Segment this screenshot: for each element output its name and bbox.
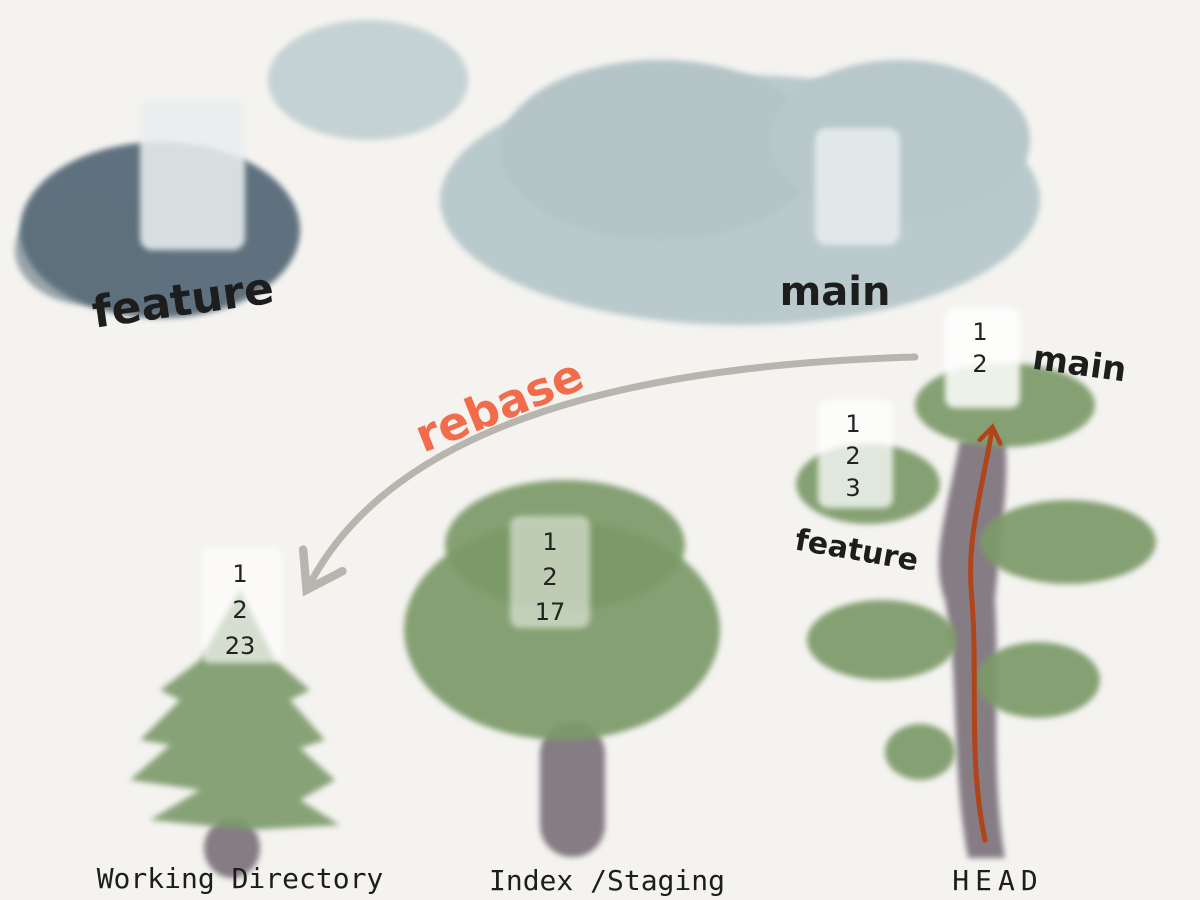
head-feature-commit-1: 1: [845, 410, 860, 438]
head-main-commit-box: [945, 308, 1020, 408]
main-cloud-label: main: [780, 269, 891, 315]
wd-commit-2: 2: [232, 596, 247, 624]
main-cloud-commit-box: [815, 128, 900, 245]
head-feature-commit-3: 3: [845, 474, 860, 502]
small-light-cloud: [268, 20, 468, 140]
head-feature-commit-2: 2: [845, 442, 860, 470]
trunk: [204, 818, 260, 878]
head-tree: 1 2 main 1 2 3 feature HEAD: [792, 308, 1156, 897]
working-directory-caption: Working Directory: [97, 862, 384, 895]
wd-commit-1: 1: [232, 560, 247, 588]
curved-arrow-icon: [298, 353, 919, 597]
rebase-label: rebase: [407, 347, 591, 463]
head-main-commit-2: 2: [972, 350, 987, 378]
index-commit-box: [510, 516, 590, 628]
head-feature-commit-box: [818, 400, 893, 508]
head-caption: HEAD: [952, 864, 1043, 897]
working-directory-tree: 1 2 23 Working Directory: [97, 548, 384, 895]
trunk: [540, 722, 605, 857]
head-pointer-arrow: [968, 423, 1003, 843]
index-staging-caption: Index /Staging: [489, 864, 725, 897]
head-main-commit-1: 1: [972, 318, 987, 346]
tree-icon: [130, 590, 340, 830]
wd-commit-3: 23: [225, 632, 256, 660]
index-commit-2: 2: [542, 563, 557, 591]
index-tree: 1 2 17 Index /Staging: [404, 480, 725, 897]
index-commit-3: 17: [535, 598, 566, 626]
feature-cloud-commit-box: [140, 100, 245, 250]
wd-commit-box: [202, 548, 282, 663]
head-feature-label: feature: [792, 523, 921, 579]
index-commit-1: 1: [542, 528, 557, 556]
main-cloud: main: [440, 60, 1040, 325]
feature-cloud: feature: [15, 100, 300, 339]
